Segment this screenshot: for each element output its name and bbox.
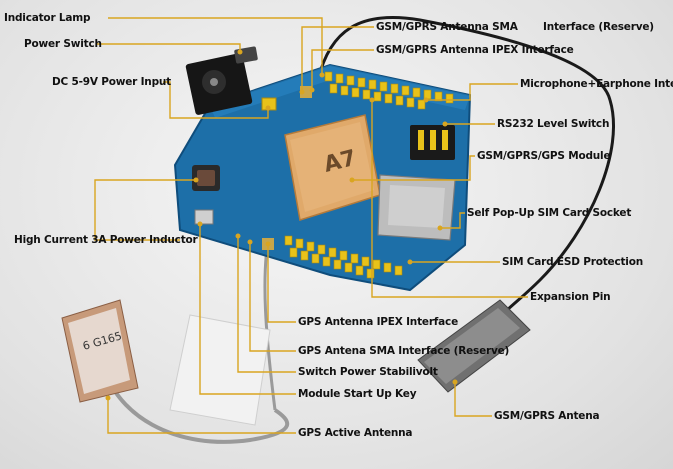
leader-power-switch xyxy=(96,44,240,52)
label-high-current-inductor: High Current 3A Power Inductor xyxy=(14,234,198,246)
sim-card-socket xyxy=(378,175,455,240)
label-gps-antenna-ipex: GPS Antenna IPEX Interface xyxy=(298,316,458,328)
power-switch-body xyxy=(234,46,258,64)
label-gsm-gprs-antenna-ipex: GSM/GPRS Antenna IPEX Interface xyxy=(376,44,574,56)
label-switch-power-stabilivolt: Switch Power Stabilivolt xyxy=(298,366,438,378)
label-sim-card-esd: SIM Card ESD Protection xyxy=(502,256,643,268)
white-card xyxy=(170,315,270,425)
label-interface-reserve: Interface (Reserve) xyxy=(543,21,654,33)
label-microphone-earphone: Microphone+Earphone Interface xyxy=(520,78,673,90)
label-gps-antenna-sma: GPS Antena SMA Interface (Reserve) xyxy=(298,345,509,357)
label-gsm-gprs-antenna-sma: GSM/GPRS Antenna SMA xyxy=(376,21,518,33)
label-gsm-gprs-gps-module: GSM/GPRS/GPS Module xyxy=(477,150,610,162)
gps-antenna-cable-to-board xyxy=(265,240,275,410)
label-gsm-gprs-antenna: GSM/GPRS Antena xyxy=(494,410,599,422)
leader-gsm-antenna xyxy=(455,382,492,416)
label-power-switch: Power Switch xyxy=(24,38,102,50)
label-indicator-lamp: Indicator Lamp xyxy=(4,12,90,24)
label-sim-card-socket: Self Pop-Up SIM Card Socket xyxy=(467,207,631,219)
label-gps-active-antenna: GPS Active Antenna xyxy=(298,427,412,439)
label-dc-power-input: DC 5-9V Power Input xyxy=(52,76,171,88)
label-expansion-pin: Expansion Pin xyxy=(530,291,610,303)
label-rs232-level-switch: RS232 Level Switch xyxy=(497,118,609,130)
label-module-start-up-key: Module Start Up Key xyxy=(298,388,416,400)
gps-antenna-patch: 6 G165 xyxy=(62,300,138,402)
start-up-key xyxy=(195,210,213,224)
